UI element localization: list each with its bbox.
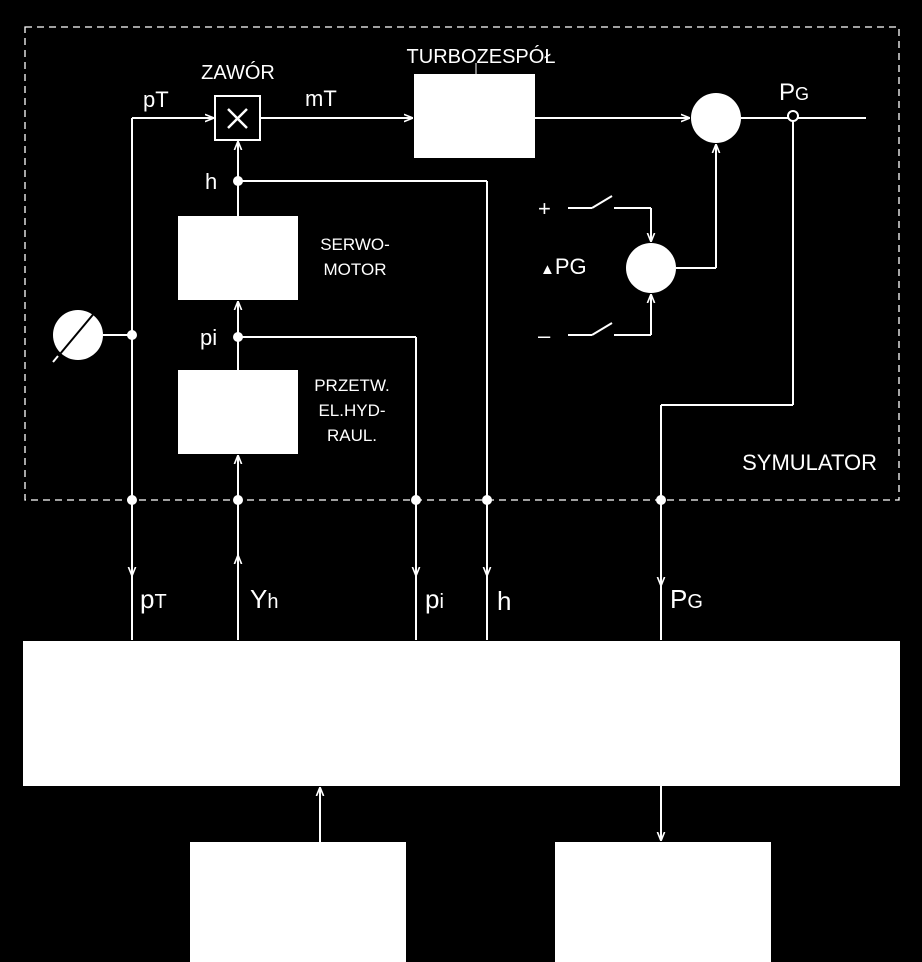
turbozespol-block [414,74,535,158]
signal-pi-mid: pi [200,325,217,350]
bottom-left-block [190,842,406,962]
przetwornik-block [178,370,298,454]
signal-pT-top: pT [143,87,169,112]
summing-junction-main [691,93,741,143]
signal-mT: mT [305,86,337,111]
delta-pg-label: ▲PG [540,254,587,279]
junction-dots [127,110,799,505]
signal-pT-bottom: pT [140,584,167,614]
simulator-frame [24,26,900,501]
zawor-label: ZAWÓR [201,61,275,84]
signal-Yh: Yh [250,584,278,614]
signal-pi-bottom: pi [425,584,444,614]
przetwornik-label-3: RAUL. [327,426,377,445]
serwomotor-label-2: MOTOR [324,260,387,279]
signal-h-mid: h [205,169,217,194]
controller-block [23,641,900,786]
adjustable-source-icon [52,301,104,363]
przetwornik-label-1: PRZETW. [314,376,390,395]
signal-lines [103,63,866,842]
minus-sign: – [538,323,551,348]
serwomotor-block [178,216,298,300]
signal-h-bottom: h [497,586,511,616]
turbozespol-label: TURBOZESPÓŁ [407,45,556,68]
multiplier-icon [227,108,248,129]
serwomotor-label-1: SERWO- [320,235,390,254]
przetwornik-label-2: EL.HYD- [318,401,385,420]
signal-PG-top: PG [779,79,809,106]
summing-junction-delta [626,243,676,293]
plus-sign: + [538,196,551,221]
symulator-label: SYMULATOR [742,450,877,475]
signal-PG-bottom: PG [670,584,703,614]
bottom-right-block [555,842,771,962]
